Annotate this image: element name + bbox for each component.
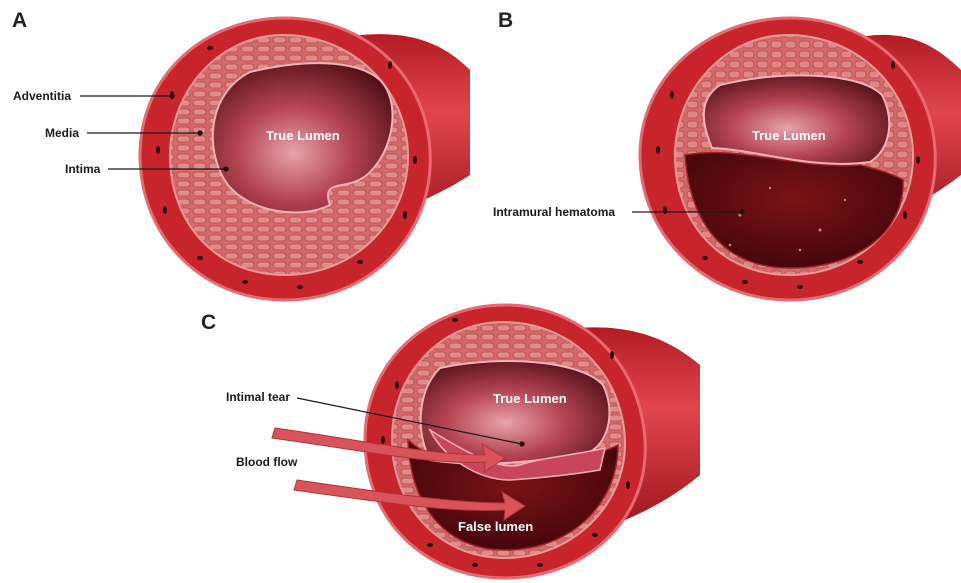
label-true-lumen-b: True Lumen [752,128,826,143]
panel-letter-b: B [498,9,513,33]
label-intimal-tear: Intimal tear [226,390,290,404]
panel-letter-c: C [201,311,216,335]
label-true-lumen-a: True Lumen [266,128,340,143]
label-false-lumen: False lumen [458,519,533,534]
true-lumen [704,75,889,163]
label-intima: Intima [65,162,100,176]
label-adventitia: Adventitia [13,89,71,103]
panel-a [80,18,470,300]
label-intramural-hematoma: Intramural hematoma [493,205,615,219]
panel-c [272,305,700,578]
panel-letter-a: A [12,9,27,33]
label-media: Media [45,126,79,140]
label-true-lumen-c: True Lumen [493,391,567,406]
label-blood-flow: Blood flow [236,455,297,469]
panel-b [632,18,961,300]
